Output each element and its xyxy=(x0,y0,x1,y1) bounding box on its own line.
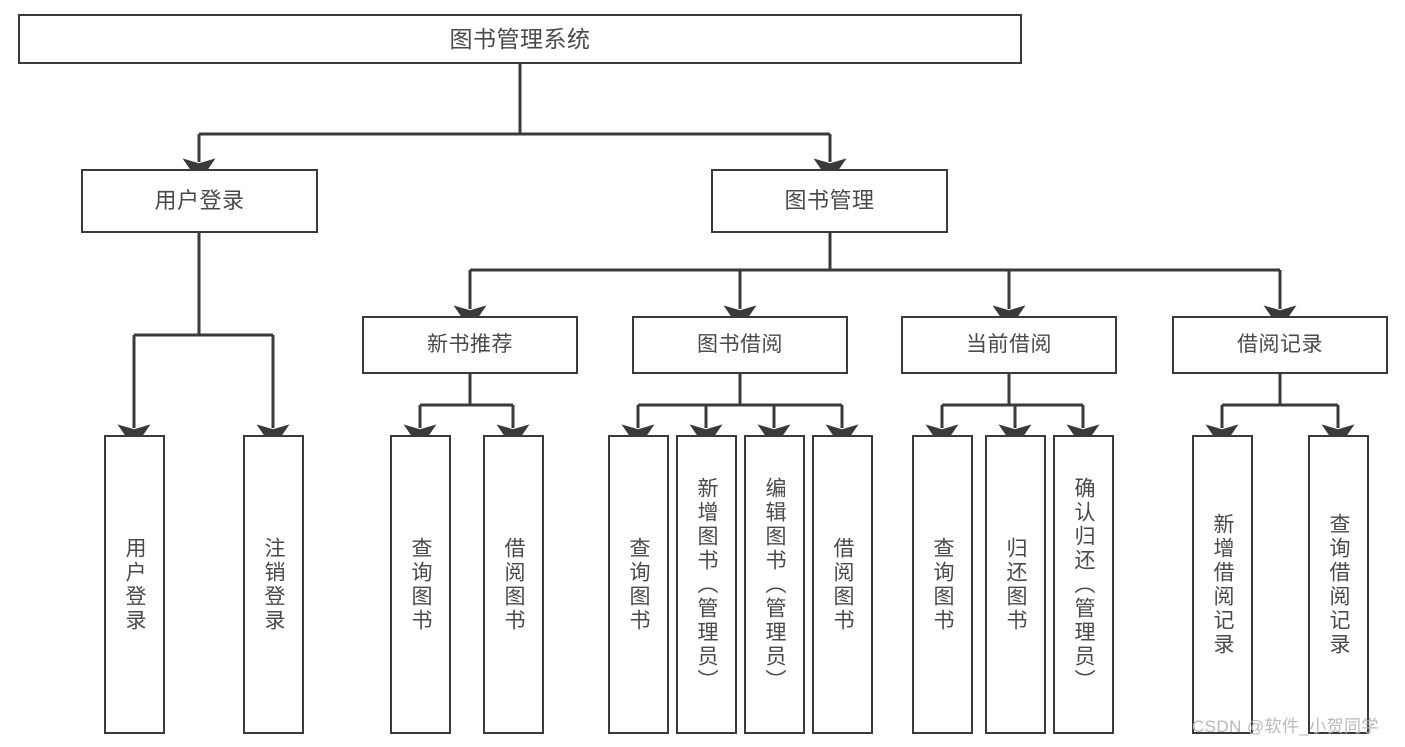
node-query-book-current[interactable]: 查询图书 xyxy=(912,435,973,734)
node-borrow-book-recommend[interactable]: 借阅图书 xyxy=(483,435,544,734)
node-label: 确认归还（管理员） xyxy=(1072,476,1096,693)
node-label: 借阅记录 xyxy=(1237,332,1323,356)
node-label: 图书借阅 xyxy=(697,332,783,356)
node-borrow-book-action[interactable]: 借阅图书 xyxy=(812,435,873,734)
node-label: 新书推荐 xyxy=(427,332,513,356)
node-label: 查询借阅记录 xyxy=(1327,512,1351,657)
node-return-book[interactable]: 归还图书 xyxy=(985,435,1046,734)
node-confirm-return-admin[interactable]: 确认归还（管理员） xyxy=(1053,435,1114,734)
node-edit-book-admin[interactable]: 编辑图书（管理员） xyxy=(744,435,805,734)
node-label: 编辑图书（管理员） xyxy=(763,476,787,693)
node-label: 查询图书 xyxy=(931,536,955,633)
node-label: 新增借阅记录 xyxy=(1211,512,1235,657)
node-label: 归还图书 xyxy=(1004,536,1028,633)
node-book-borrow[interactable]: 图书借阅 xyxy=(632,316,848,374)
node-label: 查询图书 xyxy=(627,536,651,633)
node-current-borrow[interactable]: 当前借阅 xyxy=(901,316,1117,374)
node-label: 借阅图书 xyxy=(831,536,855,633)
node-label: 新增图书（管理员） xyxy=(695,476,719,693)
node-user-login-action[interactable]: 用户登录 xyxy=(104,435,165,734)
node-borrow-record[interactable]: 借阅记录 xyxy=(1172,316,1388,374)
node-label: 用户登录 xyxy=(123,536,147,633)
node-query-book-borrow[interactable]: 查询图书 xyxy=(608,435,669,734)
csdn-watermark: CSDN @软件_小贺同学 xyxy=(1192,717,1379,736)
node-label: 用户登录 xyxy=(154,188,245,214)
node-root-system[interactable]: 图书管理系统 xyxy=(18,14,1022,64)
node-new-book-recommend[interactable]: 新书推荐 xyxy=(362,316,578,374)
node-label: 当前借阅 xyxy=(966,332,1052,356)
node-add-borrow-record[interactable]: 新增借阅记录 xyxy=(1192,435,1253,734)
node-label: 查询图书 xyxy=(409,536,433,633)
node-user-login[interactable]: 用户登录 xyxy=(81,169,318,233)
node-label: 图书管理 xyxy=(784,188,875,214)
node-label: 图书管理系统 xyxy=(449,25,591,52)
node-query-book-recommend[interactable]: 查询图书 xyxy=(390,435,451,734)
node-label: 借阅图书 xyxy=(502,536,526,633)
node-logout-action[interactable]: 注销登录 xyxy=(243,435,304,734)
node-add-book-admin[interactable]: 新增图书（管理员） xyxy=(676,435,737,734)
node-book-management[interactable]: 图书管理 xyxy=(711,169,948,233)
node-label: 注销登录 xyxy=(262,536,286,633)
node-query-borrow-record[interactable]: 查询借阅记录 xyxy=(1308,435,1369,734)
